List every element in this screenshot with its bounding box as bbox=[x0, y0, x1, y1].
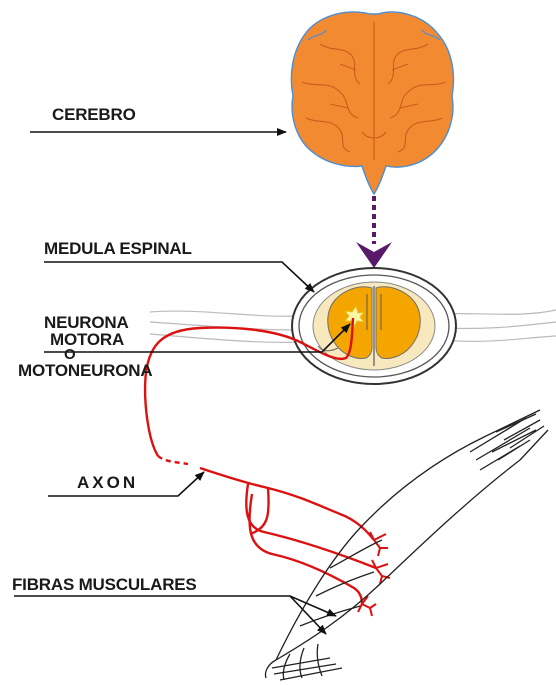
fibras-pointer-2 bbox=[290, 596, 326, 634]
brain-illustration bbox=[291, 12, 453, 194]
motor-end-plates bbox=[358, 532, 390, 616]
label-neurona-motora: NEURONA MOTORA O MOTONEURONA bbox=[44, 314, 152, 379]
fibras-pointer-1 bbox=[14, 596, 336, 616]
label-pointers bbox=[14, 132, 350, 634]
label-neurona-line1: NEURONA bbox=[44, 314, 152, 331]
label-fibras-musculares: FIBRAS MUSCULARES bbox=[12, 576, 197, 593]
label-medula-espinal: MEDULA ESPINAL bbox=[44, 240, 192, 257]
label-axon: AXON bbox=[77, 474, 138, 491]
label-neurona-line2: MOTORA bbox=[44, 331, 152, 348]
label-cerebro: CEREBRO bbox=[52, 106, 136, 123]
label-neurona-line4: MOTONEURONA bbox=[18, 362, 152, 379]
descending-pathway-arrow bbox=[356, 196, 392, 268]
label-neurona-line3: O bbox=[44, 348, 152, 362]
medula-pointer bbox=[44, 262, 314, 292]
brain-shape bbox=[291, 12, 453, 194]
